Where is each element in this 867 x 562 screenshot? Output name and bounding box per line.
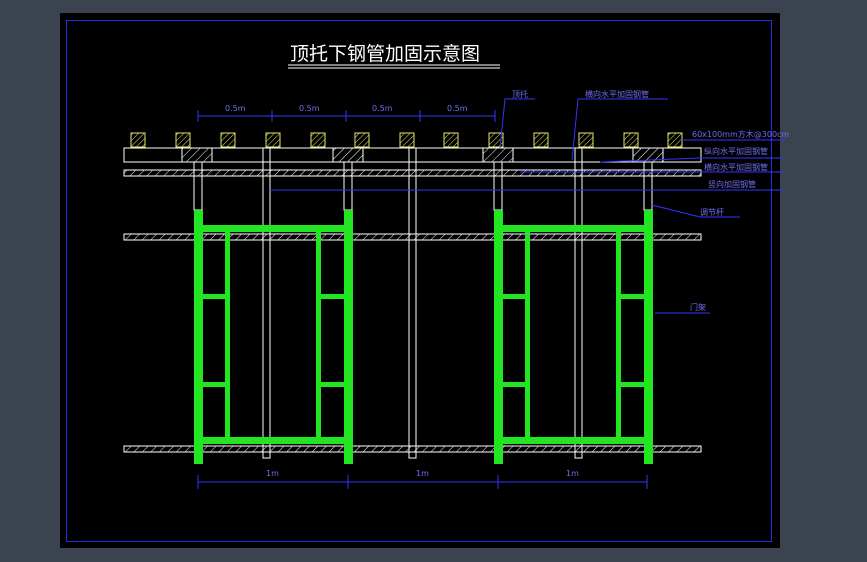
dim-bottom-1: 1m — [266, 469, 279, 478]
label-horizontal-tube-2: 横向水平加固钢管 — [704, 162, 768, 172]
door-frame-right — [494, 210, 653, 464]
top-dimensions: 0.5m 0.5m 0.5m 0.5m — [197, 104, 496, 122]
label-timber: 60x100mm方木@300cm — [692, 129, 789, 139]
dim-top-2: 0.5m — [299, 104, 320, 113]
label-adjust-rod: 调节杆 — [700, 207, 724, 217]
dim-top-3: 0.5m — [372, 104, 393, 113]
top-support-caps — [181, 147, 664, 163]
label-top-support: 顶托 — [512, 89, 528, 99]
drawing-sheet — [60, 13, 780, 548]
dim-bottom-2: 1m — [416, 469, 429, 478]
vertical-tubes — [193, 147, 653, 459]
horizontal-tube-middle — [123, 233, 702, 241]
dim-top-4: 0.5m — [447, 104, 468, 113]
horizontal-tube-bottom — [123, 445, 702, 453]
diagram-title: 顶托下钢管加固示意图 — [290, 43, 480, 65]
drawing-frame — [66, 20, 772, 542]
label-vertical-tube: 竖向加固钢管 — [708, 179, 756, 189]
timber-blocks — [130, 132, 683, 148]
dim-top-1: 0.5m — [225, 104, 246, 113]
annotation-leaders — [270, 98, 785, 314]
label-door-frame: 门架 — [690, 302, 706, 312]
label-horizontal-tube-1: 纵向水平加固钢管 — [704, 146, 768, 156]
bottom-dimensions: 1m 1m 1m — [197, 469, 648, 489]
label-horizontal-tube-top: 横向水平加固钢管 — [585, 89, 649, 99]
horizontal-tube-top — [123, 169, 702, 177]
door-frame-left — [194, 210, 353, 464]
dim-bottom-3: 1m — [566, 469, 579, 478]
